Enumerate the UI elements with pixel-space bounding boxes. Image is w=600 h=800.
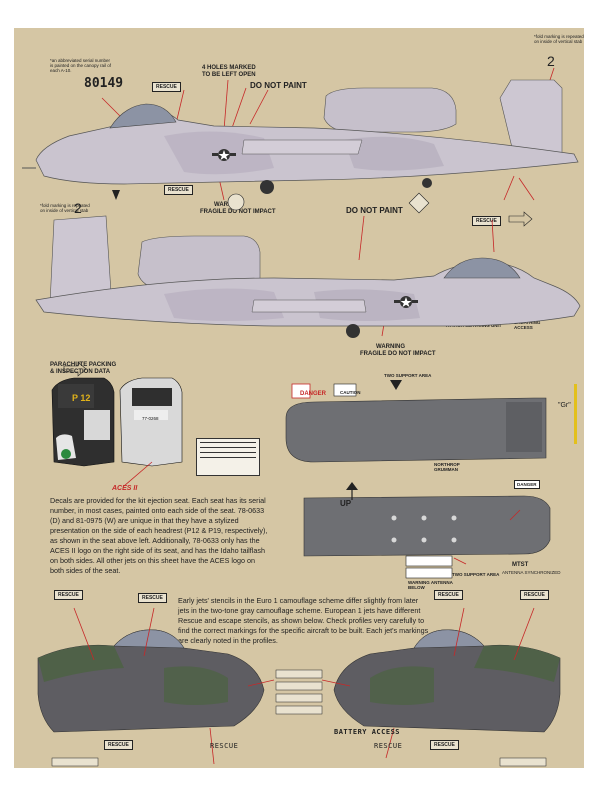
rescue-tl-2: RESCUE xyxy=(138,593,167,603)
mtst-sub-label: ANTENNA SYNCHRONIZED xyxy=(502,570,561,575)
do-not-paint-bottom: DO NOT PAINT xyxy=(346,206,403,215)
fragile-label-top: FRAGILE DO NOT IMPACT xyxy=(200,209,276,215)
parachute-data-placard xyxy=(196,438,260,476)
serial-number: 80149 xyxy=(84,76,124,91)
tail-number-bottom: 2 xyxy=(74,200,82,216)
decal-sheet: *an abbreviated serial number is painted… xyxy=(14,28,584,768)
northrop-label: NORTHROP GRUMMAN xyxy=(434,462,460,472)
rescue-br: RESCUE xyxy=(374,742,403,750)
rescue-bl: RESCUE xyxy=(104,740,133,750)
seat-headrests xyxy=(51,377,183,487)
top-aircraft-profile xyxy=(22,67,579,227)
danger-card-label: DANGER xyxy=(300,391,327,397)
parachute-heading-2: & INSPECTION DATA xyxy=(50,369,111,375)
headrest-code: P 12 xyxy=(72,393,91,403)
four-holes-note: 4 HOLES MARKED TO BE LEFT OPEN xyxy=(202,65,256,78)
mtst-label: MTST xyxy=(512,562,529,568)
caution-card-label: CAUTION xyxy=(340,390,361,395)
nose-profiles xyxy=(37,607,561,767)
rescue-label-bottom: RESCUE xyxy=(472,216,501,226)
warning-antenna: WARNING ANTENNA BELOW xyxy=(408,580,453,590)
pylon-panels xyxy=(285,380,577,579)
quote-label: "Gr" xyxy=(558,402,571,409)
aces-logo: ACES II xyxy=(112,485,138,492)
rescue-tl-1: RESCUE xyxy=(54,590,83,600)
fold-marking-note-top: *fold marking is repeated on inside of v… xyxy=(534,34,584,44)
rescue-label-top: RESCUE xyxy=(152,82,181,92)
fold-marking-note-bottom: *fold marking is repeated on inside of v… xyxy=(40,203,90,213)
bottom-aircraft-profile xyxy=(35,215,581,377)
rescue-box-below: RESCUE xyxy=(164,185,193,195)
do-not-paint-top: DO NOT PAINT xyxy=(250,81,307,90)
danger-card-2: DANGER xyxy=(514,480,540,489)
battery-access: BATTERY ACCESS xyxy=(334,728,401,736)
two-support-area-bottom: TWO SUPPORT AREA xyxy=(452,572,500,577)
nose-paragraph: Early jets' stencils in the Euro 1 camou… xyxy=(178,596,429,645)
up-label: UP xyxy=(340,499,352,508)
seat-paragraph: Decals are provided for the kit ejection… xyxy=(50,496,268,575)
parachute-heading-1: PARACHUTE PACKING xyxy=(50,362,117,368)
rescue-tr-2: RESCUE xyxy=(520,590,549,600)
tail-number-top: 2 xyxy=(547,53,555,69)
two-support-area-top: TWO SUPPORT AREA xyxy=(384,373,432,378)
rescue-br-2: RESCUE xyxy=(430,740,459,750)
warning-label-bottom: WARNING xyxy=(376,344,405,350)
fragile-label-bottom: FRAGILE DO NOT IMPACT xyxy=(360,351,436,357)
rescue-bl-2: RESCUE xyxy=(210,742,239,750)
serial-note: *an abbreviated serial number is painted… xyxy=(50,58,112,73)
rescue-tr-1: RESCUE xyxy=(434,590,463,600)
seat-tag-code: 77-0268 xyxy=(142,416,159,421)
